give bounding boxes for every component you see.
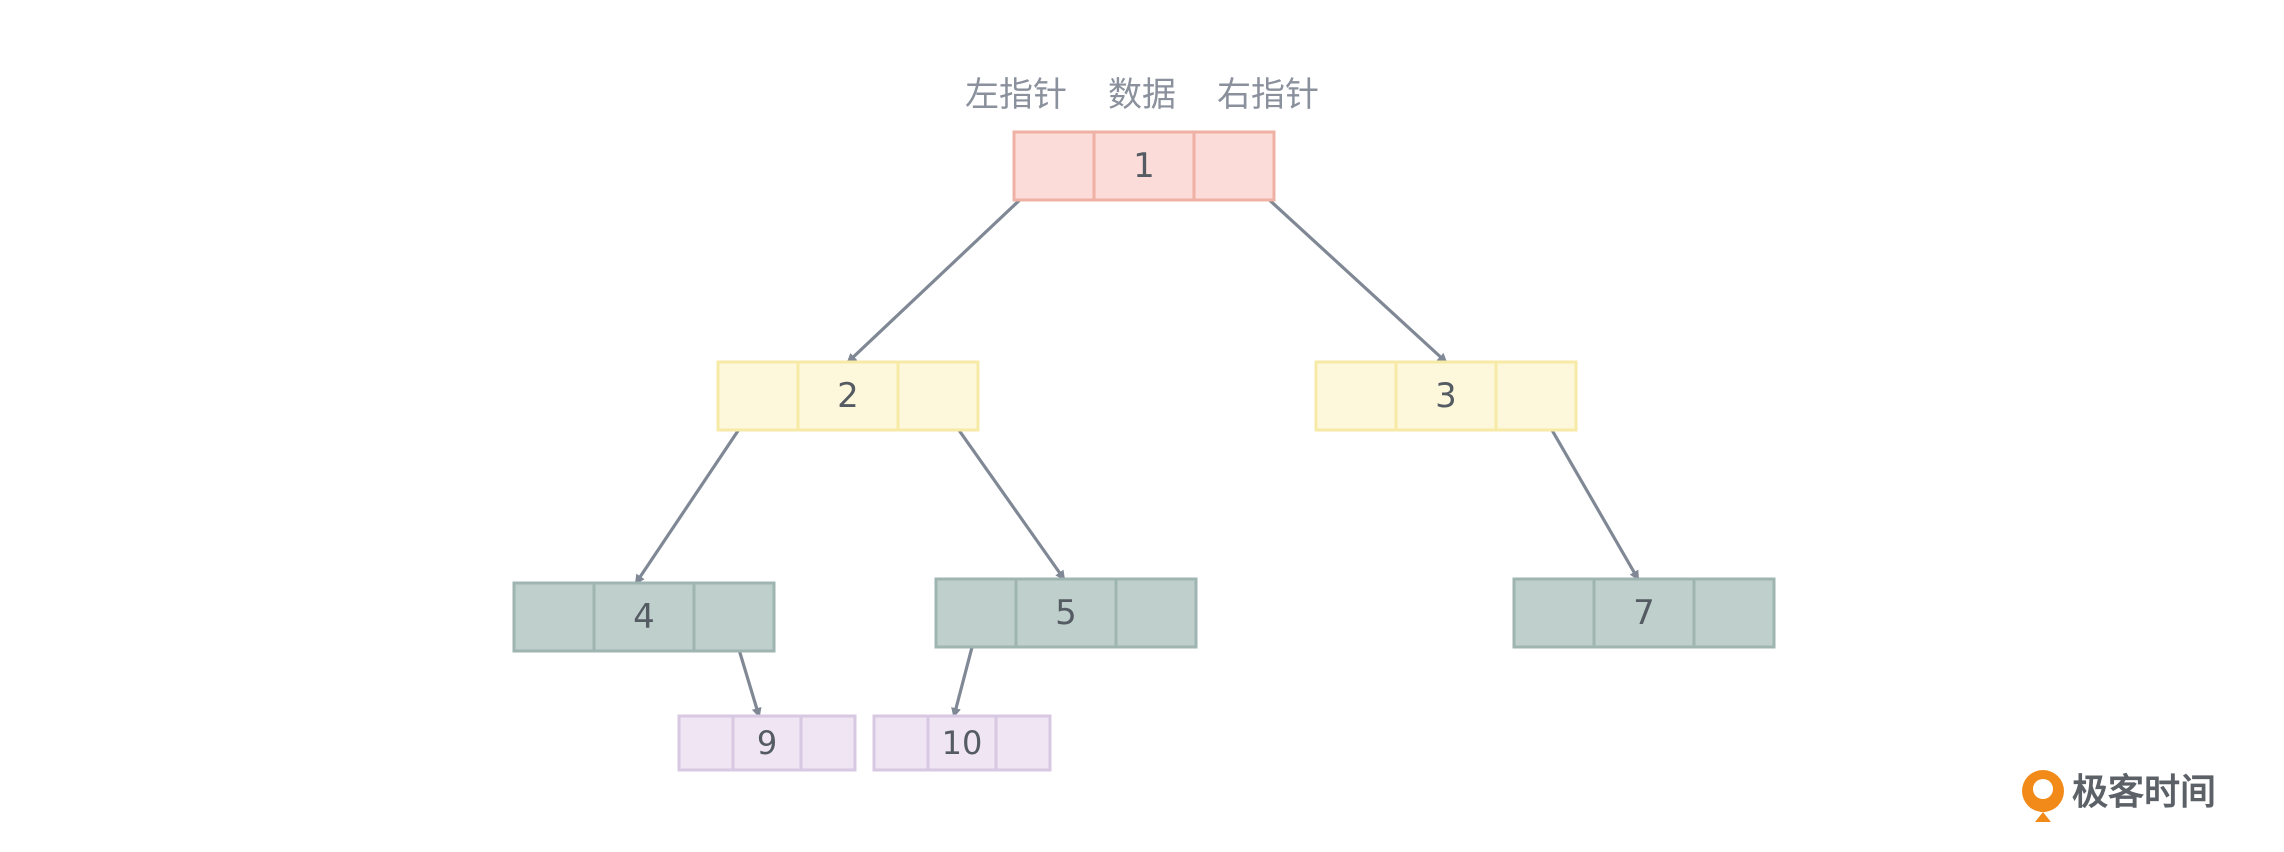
geektime-logo-icon	[2022, 770, 2064, 822]
nodes: 1 2 3 4 5 7 9 10	[512, 130, 1776, 772]
tree-node-3: 3	[1314, 360, 1578, 432]
node-box	[934, 577, 1198, 649]
node-box	[677, 714, 857, 772]
node-value: 7	[1633, 593, 1655, 633]
node-box	[512, 581, 776, 653]
header-left-pointer-label: 左指针	[965, 75, 1067, 115]
node-box	[1012, 130, 1276, 202]
node-value: 4	[633, 597, 655, 637]
tree-node-2: 2	[716, 360, 980, 432]
node-box	[1314, 360, 1578, 432]
node-value: 5	[1055, 593, 1077, 633]
node-value: 2	[837, 376, 859, 416]
node-box	[716, 360, 980, 432]
tree-node-5: 5	[934, 577, 1198, 649]
node-value: 9	[757, 724, 777, 762]
tree-node-1: 1	[1012, 130, 1276, 202]
tree-node-10: 10	[872, 714, 1052, 772]
node-box	[1512, 577, 1776, 649]
node-value: 1	[1133, 146, 1155, 186]
geektime-logo: 极客时间	[2022, 770, 2216, 822]
tree-node-4: 4	[512, 581, 776, 653]
header-right-pointer-label: 右指针	[1217, 75, 1319, 115]
header-labels: 左指针 数据 右指针	[965, 75, 1319, 115]
header-data-label: 数据	[1108, 75, 1176, 115]
logo-text: 极客时间	[2072, 772, 2216, 813]
node-box	[872, 714, 1052, 772]
node-value: 10	[942, 724, 983, 762]
tree-node-7: 7	[1512, 577, 1776, 649]
node-value: 3	[1435, 376, 1457, 416]
tree-node-9: 9	[677, 714, 857, 772]
